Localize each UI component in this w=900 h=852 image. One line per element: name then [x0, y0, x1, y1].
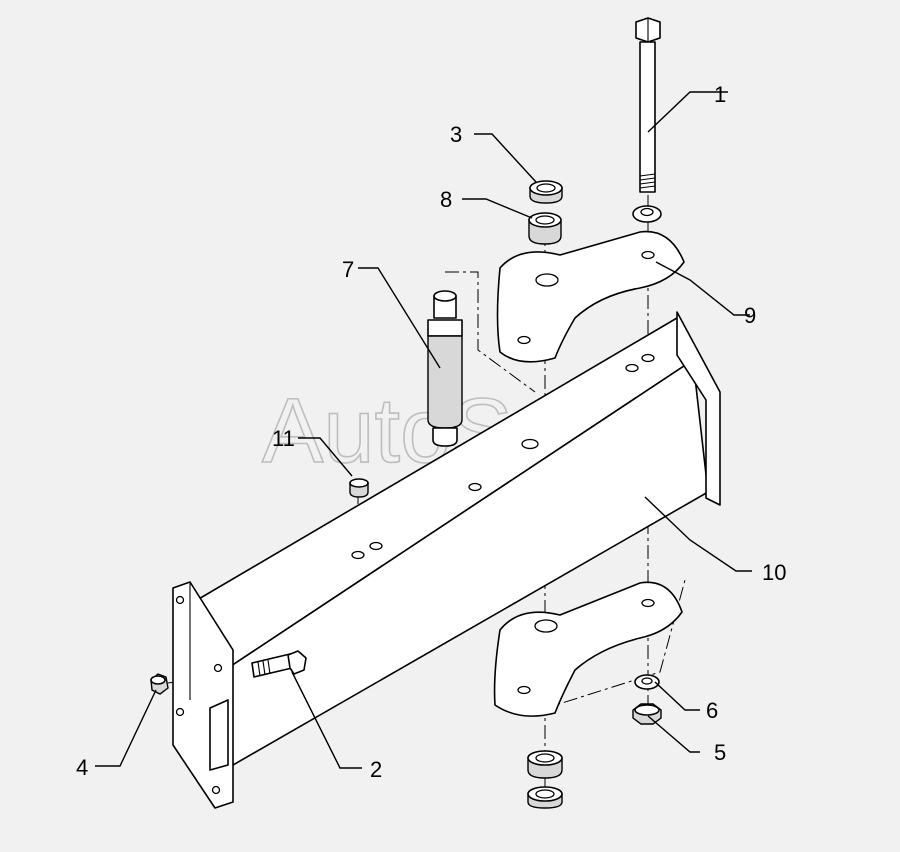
callout-7: 7 [342, 257, 354, 282]
upper-ring [529, 180, 563, 204]
top-washer [632, 205, 662, 223]
long-bolt [635, 17, 661, 193]
callout-11: 11 [272, 426, 295, 451]
leader-lines [95, 91, 752, 769]
callout-10: 10 [762, 560, 786, 585]
callout-3: 3 [450, 122, 462, 147]
lower-ring [527, 786, 563, 809]
callout-1: 1 [714, 82, 726, 107]
small-nut [150, 673, 169, 695]
bolt-thread [639, 173, 656, 189]
small-bolt [251, 650, 307, 678]
lower-bushing [527, 750, 563, 779]
callout-2: 2 [370, 757, 382, 782]
callout-6: 6 [706, 698, 718, 723]
lower-nut [632, 703, 662, 725]
callout-8: 8 [440, 187, 452, 212]
lower-bracket-plate [493, 581, 683, 717]
pivot-pin [427, 290, 463, 447]
callout-4: 4 [76, 755, 88, 780]
upper-bracket-plate [496, 230, 685, 363]
plug [349, 478, 369, 498]
lower-washer [634, 674, 660, 690]
callout-labels: 1 2 3 4 5 6 7 8 9 10 11 [76, 82, 786, 782]
callout-5: 5 [714, 740, 726, 765]
upper-bushing [528, 212, 562, 245]
callout-9: 9 [744, 303, 756, 328]
square-tube-beam [172, 311, 721, 809]
